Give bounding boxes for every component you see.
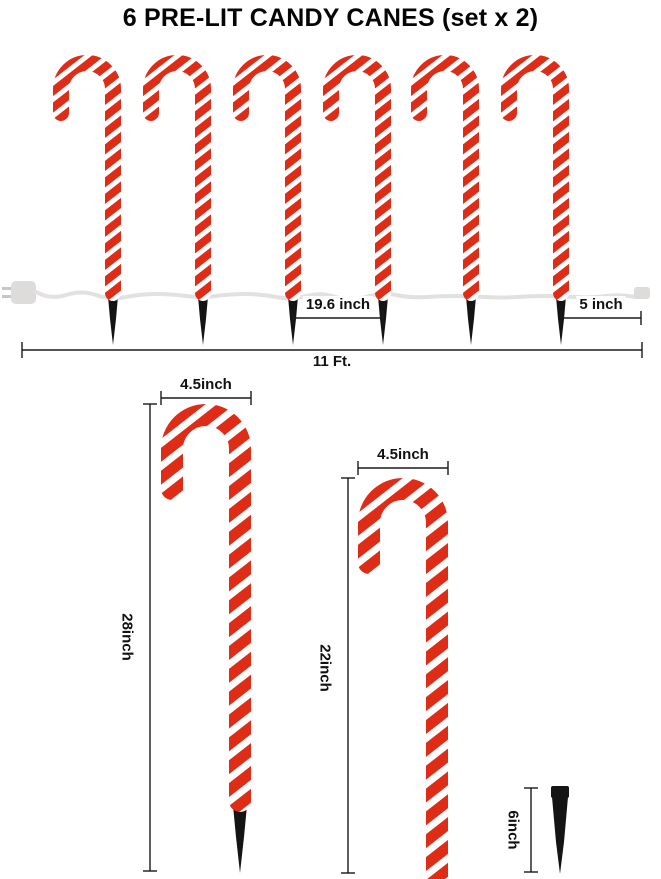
label-hook-width-small: 4.5inch (374, 446, 432, 463)
label-height-large: 28inch (118, 613, 136, 661)
cane-stake (232, 795, 248, 873)
candy-cane-2 (151, 63, 209, 345)
dim-end-section (560, 311, 642, 325)
dim-stake-spacing (292, 311, 384, 325)
candy-cane-body (161, 404, 251, 812)
candy-cane-5 (419, 63, 477, 345)
candy-cane-1 (61, 63, 119, 345)
candy-cane-body (358, 478, 448, 879)
page-title: 6 PRE-LIT CANDY CANES (set x 2) (122, 4, 539, 32)
dim-hook-width-small (357, 461, 449, 475)
ground-stake (551, 786, 569, 874)
label-total-length: 11 Ft. (309, 353, 355, 370)
dim-hook-width-large (160, 391, 252, 405)
dim-stake-height (524, 787, 538, 873)
dim-total-length (21, 342, 643, 358)
label-end-section: 5 inch (576, 296, 626, 313)
large-candy-cane-28 (161, 404, 251, 873)
wire-connector-icon (634, 287, 650, 299)
plug-icon (2, 281, 36, 304)
candy-cane-3 (241, 63, 299, 345)
large-candy-cane-22 (358, 478, 448, 879)
dim-height-small (341, 477, 355, 874)
label-stake-height: 6inch (504, 810, 522, 850)
label-height-small: 22inch (316, 644, 334, 692)
label-stake-spacing: 19.6 inch (302, 296, 374, 313)
dim-height-large (143, 403, 157, 872)
candy-cane-6 (509, 63, 567, 345)
label-hook-width-large: 4.5inch (177, 376, 235, 393)
